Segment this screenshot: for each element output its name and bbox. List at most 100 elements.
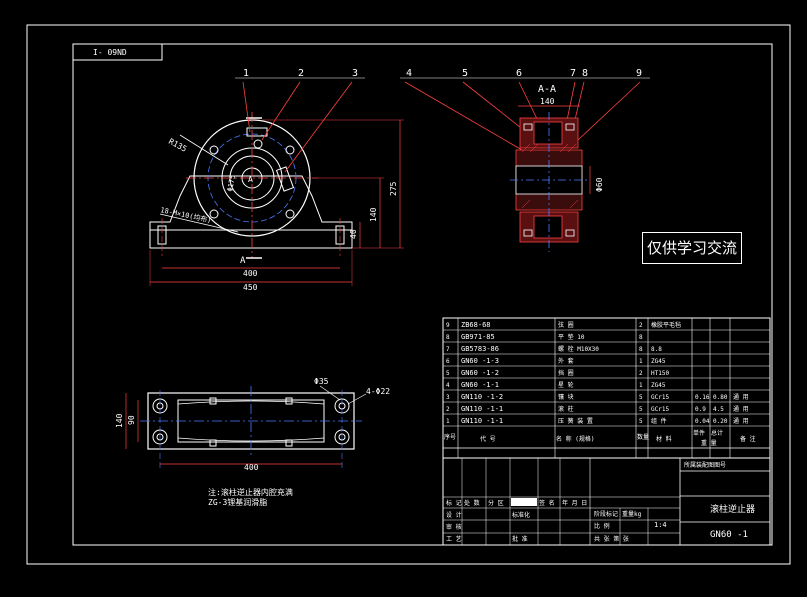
parts-cell-no: 7 xyxy=(446,346,450,353)
qty-label: 处 数 xyxy=(464,499,480,507)
review-label: 审 核 xyxy=(446,523,462,531)
parts-cell-unit: 0.9 xyxy=(695,406,706,413)
parts-cell-name: 压 簧 装 置 xyxy=(558,417,593,425)
parts-cell-total: 0.20 xyxy=(713,418,728,425)
parts-header-name: 名 称 (规格) xyxy=(556,435,594,443)
inner-frame xyxy=(72,43,773,546)
parts-cell-code: GB971-85 xyxy=(461,333,495,341)
bore-dim: Φ60 xyxy=(595,177,604,192)
parts-header-code: 代 号 xyxy=(480,435,496,443)
bolt-circle-dim: Φ175 xyxy=(226,174,237,192)
base-thk-dim: 40 xyxy=(349,229,358,239)
parts-cell-qty: 1 xyxy=(639,382,643,389)
outer-frame xyxy=(26,24,791,565)
height-center-dim: 140 xyxy=(369,207,378,222)
parts-cell-unit: 0.16 xyxy=(695,394,710,401)
parts-cell-note: 通 用 xyxy=(733,417,749,425)
slot-dim: 4-Φ22 xyxy=(366,387,390,396)
balloon-9: 9 xyxy=(636,68,642,79)
title-name: 滚柱逆止器 xyxy=(710,503,755,515)
parts-cell-name: 螺 栓 M10X30 xyxy=(558,345,599,353)
parts-cell-total: 4.5 xyxy=(713,406,724,413)
parts-header-no: 序号 xyxy=(444,433,456,441)
parts-cell-qty: 5 xyxy=(639,394,643,401)
parts-cell-no: 1 xyxy=(446,418,450,425)
parts-cell-code: ZB68-68 xyxy=(461,321,491,329)
radius-dim: R135 xyxy=(167,137,188,154)
title-block-fill xyxy=(511,498,537,506)
front-total-dim: 450 xyxy=(243,283,258,292)
plan-length-dim: 400 xyxy=(244,463,259,472)
front-view: R135 Φ175 18-M×10(均布) A A 400 450 275 14… xyxy=(149,112,404,292)
parts-cell-qty: 8 xyxy=(639,346,643,353)
parts-header-weight: 重 量 xyxy=(701,439,717,447)
parts-cell-code: GN110 -1-1 xyxy=(461,417,503,425)
parts-cell-code: GN60 -1-3 xyxy=(461,357,499,365)
parts-cell-name: 平 垫 10 xyxy=(558,333,585,341)
balloon-6: 6 xyxy=(516,68,522,79)
parts-cell-unit: 0.04 xyxy=(695,418,710,425)
parts-cell-no: 3 xyxy=(446,394,450,401)
balloon-3: 3 xyxy=(352,68,358,79)
parts-cell-code: GN110 -1-1 xyxy=(461,405,503,413)
sign-label: 签 名 xyxy=(539,499,555,507)
center-mark: A xyxy=(248,175,253,184)
design-label: 设 计 xyxy=(446,511,462,519)
approve-label: 批 准 xyxy=(512,535,528,543)
balloon-1: 1 xyxy=(243,68,249,79)
balloon-5: 5 xyxy=(462,68,468,79)
parts-cell-mat: GCr15 xyxy=(651,394,669,401)
balloon-8: 8 xyxy=(582,68,588,79)
parts-cell-note: 通 用 xyxy=(733,405,749,413)
stage-label: 阶段标记 xyxy=(594,510,618,518)
front-width-dim: 400 xyxy=(243,269,258,278)
parts-cell-mat: ZG45 xyxy=(651,382,666,389)
parts-header-unit: 单件 xyxy=(693,429,705,437)
parts-cell-qty: 2 xyxy=(639,322,643,329)
code-box xyxy=(72,43,163,61)
watermark: 仅供学习交流 xyxy=(642,232,742,264)
section-view: A-A 140 Φ60 xyxy=(510,84,604,252)
parts-cell-no: 2 xyxy=(446,406,450,413)
parts-cell-no: 4 xyxy=(446,382,450,389)
parts-cell-mat: 组 件 xyxy=(651,417,667,425)
parts-cell-name: 挡 圈 xyxy=(558,369,574,377)
section-mark-bottom: A xyxy=(240,256,246,266)
note-line-1: 注:滚柱逆止器内腔充满 xyxy=(208,487,293,497)
balloon-leaders: 1 2 3 4 5 6 7 8 9 xyxy=(235,68,650,173)
parts-cell-mat: GCr15 xyxy=(651,406,669,413)
parts-cell-code: GN110 -1-2 xyxy=(461,393,503,401)
parts-cell-qty: 5 xyxy=(639,418,643,425)
parts-cell-qty: 2 xyxy=(639,370,643,377)
parts-cell-qty: 5 xyxy=(639,406,643,413)
parts-cell-no: 6 xyxy=(446,358,450,365)
section-label: A-A xyxy=(538,84,556,95)
plan-width-dim: 140 xyxy=(115,413,124,428)
pin-dia-dim: Φ35 xyxy=(314,377,329,386)
drawing-code: I- 09ND xyxy=(93,48,127,57)
title-block: 所属装配图图号 滚柱逆止器 GN60 -1 1:4 重量kg 阶段标记 比 例 … xyxy=(442,457,771,546)
parts-cell-mat: 橡胶平毛毡 xyxy=(651,321,681,329)
parts-cell-code: GB5783-86 xyxy=(461,345,499,353)
parts-header-mat: 材 料 xyxy=(656,435,672,443)
parts-cell-note: 通 用 xyxy=(733,393,749,401)
parts-cell-code: GN60 -1-1 xyxy=(461,381,499,389)
parts-cell-name: 滚 柱 xyxy=(558,405,574,413)
parts-cell-mat: 8.8 xyxy=(651,346,662,353)
parts-cell-name: 弦 圈 xyxy=(558,321,574,329)
parts-cell-mat: ZG45 xyxy=(651,358,666,365)
parts-cell-total: 0.80 xyxy=(713,394,728,401)
parts-cell-mat: HT150 xyxy=(651,370,669,377)
parts-cell-no: 5 xyxy=(446,370,450,377)
parts-header-qty: 数量 xyxy=(637,433,649,441)
title-docno: GN60 -1 xyxy=(710,530,748,540)
height-total-dim: 275 xyxy=(389,181,398,196)
parts-cell-name: 外 套 xyxy=(558,357,574,365)
mark-label: 标 记 xyxy=(446,499,462,507)
parts-cell-code: GN60 -1-2 xyxy=(461,369,499,377)
zone-label: 分 区 xyxy=(488,499,504,507)
process-label: 工 艺 xyxy=(446,535,462,543)
plan-inner-dim: 90 xyxy=(127,415,136,425)
